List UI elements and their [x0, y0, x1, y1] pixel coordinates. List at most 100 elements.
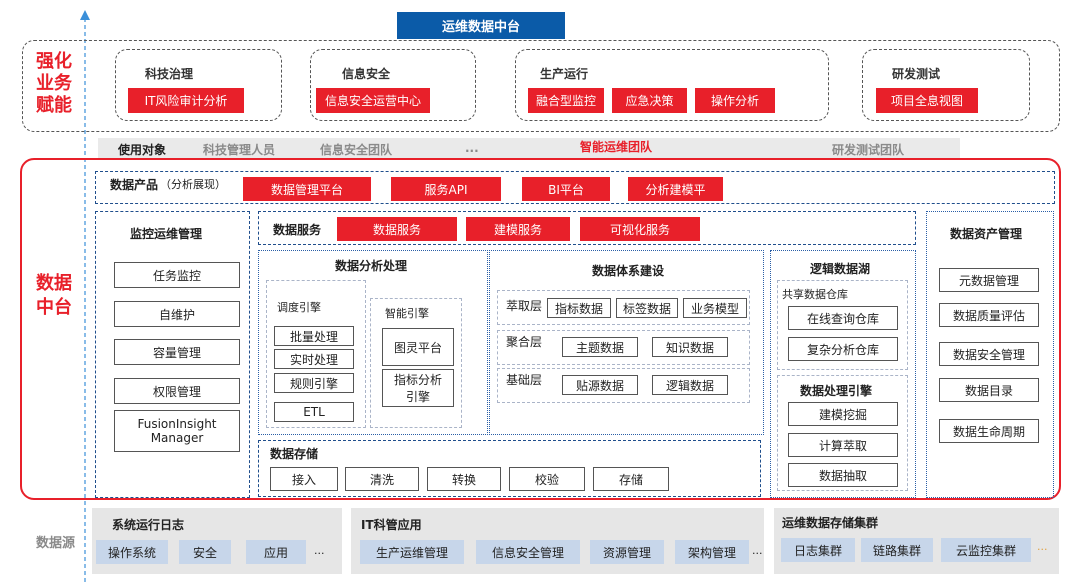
users-row	[98, 138, 960, 160]
project-holographic-view-button[interactable]: 项目全息视图	[876, 88, 978, 113]
data-storage-title: 数据存储	[270, 447, 319, 461]
data-sources-label: 数据源	[36, 536, 76, 551]
indicator-data-item[interactable]: 指标数据	[547, 298, 611, 318]
data-catalog-item[interactable]: 数据目录	[939, 378, 1039, 402]
storage-transform-item[interactable]: 转换	[427, 467, 501, 491]
modeling-mining-item[interactable]: 建模挖掘	[788, 402, 898, 426]
group-production-ops-title: 生产运行	[540, 67, 589, 81]
fusioninsight-manager-item[interactable]: FusionInsight Manager	[114, 410, 240, 452]
realtime-processing-item[interactable]: 实时处理	[274, 349, 354, 369]
base-layer-panel	[497, 368, 750, 403]
rule-engine-item[interactable]: 规则引擎	[274, 373, 354, 393]
user-aiops-team: 智能运维团队	[580, 140, 653, 154]
logic-data-item[interactable]: 逻辑数据	[652, 375, 728, 395]
processing-engine-title: 数据处理引擎	[800, 384, 873, 398]
user-tech-management: 科技管理人员	[203, 143, 276, 157]
storage-ingest-item[interactable]: 接入	[270, 467, 338, 491]
storage-store-item[interactable]: 存储	[593, 467, 669, 491]
data-system-panel	[489, 250, 764, 435]
task-monitor-item[interactable]: 任务监控	[114, 262, 240, 288]
data-asset-panel	[926, 211, 1054, 498]
visualization-service-button[interactable]: 可视化服务	[580, 217, 700, 241]
online-query-warehouse-item[interactable]: 在线查询仓库	[788, 306, 898, 330]
source-security-item[interactable]: 安全	[179, 540, 231, 564]
group-rd-test	[862, 49, 1030, 121]
source-group-it-apps-title: IT科管应用	[361, 518, 422, 532]
user-more: ...	[465, 141, 479, 155]
indicator-analysis-engine-item[interactable]: 指标分析引擎	[382, 369, 454, 407]
analysis-modeling-button[interactable]: 分析建模平	[628, 177, 723, 201]
etl-item[interactable]: ETL	[274, 402, 354, 422]
user-rd-test: 研发测试团队	[832, 143, 905, 157]
business-enablement-section	[22, 40, 1060, 132]
data-security-management-item[interactable]: 数据安全管理	[939, 342, 1039, 366]
source-architecture-management-item[interactable]: 架构管理	[675, 540, 749, 564]
batch-processing-item[interactable]: 批量处理	[274, 326, 354, 346]
service-api-button[interactable]: 服务API	[391, 177, 501, 201]
tag-data-item[interactable]: 标签数据	[616, 298, 678, 318]
source-group-storage-clusters-title: 运维数据存储集群	[782, 516, 879, 530]
business-enablement-label: 强化 业务 赋能	[36, 51, 72, 116]
source-cloud-monitor-cluster-item[interactable]: 云监控集群	[941, 538, 1031, 562]
source-application-item[interactable]: 应用	[246, 540, 306, 564]
source-log-cluster-item[interactable]: 日志集群	[781, 538, 855, 562]
data-product-sublabel: （分析展现）	[160, 178, 226, 191]
group-tech-governance	[115, 49, 282, 121]
data-analysis-panel	[258, 250, 488, 435]
fusion-monitor-button[interactable]: 融合型监控	[528, 88, 604, 113]
turing-platform-item[interactable]: 图灵平台	[382, 328, 454, 366]
storage-clean-item[interactable]: 清洗	[345, 467, 419, 491]
business-model-item[interactable]: 业务模型	[683, 298, 747, 318]
modeling-service-button[interactable]: 建模服务	[466, 217, 570, 241]
group-info-security	[310, 49, 476, 121]
monitor-ops-title: 监控运维管理	[130, 227, 203, 241]
source-production-ops-item[interactable]: 生产运维管理	[360, 540, 464, 564]
data-product-label: 数据产品	[110, 178, 159, 192]
smart-engine-panel	[370, 298, 462, 428]
data-lifecycle-item[interactable]: 数据生命周期	[939, 419, 1039, 443]
self-maintenance-item[interactable]: 自维护	[114, 301, 240, 327]
operation-analysis-button[interactable]: 操作分析	[695, 88, 775, 113]
data-analysis-title: 数据分析处理	[335, 259, 408, 273]
metadata-management-item[interactable]: 元数据管理	[939, 268, 1039, 292]
topic-data-item[interactable]: 主题数据	[562, 337, 638, 357]
permission-management-item[interactable]: 权限管理	[114, 378, 240, 404]
scheduler-title: 调度引擎	[277, 301, 321, 314]
source-system-logs-more: ...	[314, 544, 325, 557]
user-info-security: 信息安全团队	[320, 143, 393, 157]
knowledge-data-item[interactable]: 知识数据	[652, 337, 728, 357]
data-middle-platform-label: 数据 中台	[36, 273, 72, 318]
data-quality-assessment-item[interactable]: 数据质量评估	[939, 303, 1039, 327]
logic-data-lake-panel	[770, 250, 916, 498]
complex-analysis-warehouse-item[interactable]: 复杂分析仓库	[788, 337, 898, 361]
base-layer-label: 基础层	[506, 373, 543, 387]
aggregate-layer-label: 聚合层	[506, 335, 543, 349]
data-service-button[interactable]: 数据服务	[337, 217, 457, 241]
data-service-label: 数据服务	[273, 223, 322, 237]
data-storage-panel	[258, 440, 761, 497]
scheduler-panel	[266, 280, 366, 428]
users-label: 使用对象	[118, 143, 167, 157]
source-group-system-logs-title: 系统运行日志	[112, 518, 185, 532]
security-ops-center-button[interactable]: 信息安全运营中心	[316, 88, 430, 113]
data-extraction-item[interactable]: 数据抽取	[788, 463, 898, 487]
emergency-decision-button[interactable]: 应急决策	[612, 88, 687, 113]
storage-validate-item[interactable]: 校验	[509, 467, 585, 491]
page-title: 运维数据中台	[397, 12, 565, 39]
shared-warehouse-title: 共享数据仓库	[782, 288, 848, 301]
source-resource-management-item[interactable]: 资源管理	[590, 540, 664, 564]
data-management-platform-button[interactable]: 数据管理平台	[243, 177, 371, 201]
logic-data-lake-title: 逻辑数据湖	[810, 262, 871, 276]
source-info-security-item[interactable]: 信息安全管理	[476, 540, 580, 564]
source-trace-cluster-item[interactable]: 链路集群	[861, 538, 933, 562]
source-data-item[interactable]: 贴源数据	[562, 375, 638, 395]
source-os-item[interactable]: 操作系统	[96, 540, 168, 564]
extract-layer-label: 萃取层	[506, 299, 543, 313]
capacity-management-item[interactable]: 容量管理	[114, 339, 240, 365]
processing-engine-panel	[777, 375, 908, 491]
it-risk-audit-button[interactable]: IT风险审计分析	[128, 88, 244, 113]
smart-engine-title: 智能引擎	[385, 307, 429, 320]
compute-extract-item[interactable]: 计算萃取	[788, 433, 898, 457]
data-product-row	[95, 171, 1055, 204]
bi-platform-button[interactable]: BI平台	[522, 177, 610, 201]
